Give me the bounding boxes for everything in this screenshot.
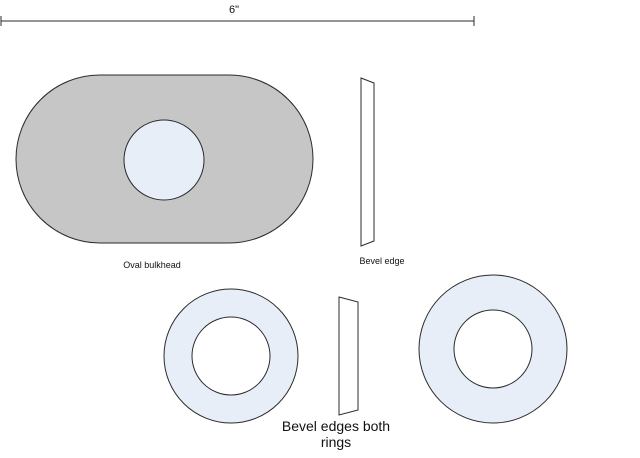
- oval-bulkhead: [15, 74, 314, 244]
- ring-bevel-profile: [338, 296, 359, 416]
- ring-right: [418, 274, 568, 424]
- oval-bulkhead-hole: [123, 119, 205, 201]
- rings-note-line2: rings: [321, 434, 351, 450]
- dimension-label: 6": [229, 4, 239, 16]
- bevel-edge-profile: [360, 77, 375, 247]
- oval-bulkhead-label: Oval bulkhead: [123, 260, 181, 270]
- ring-left-hole: [191, 316, 271, 396]
- rings-note-line1: Bevel edges both: [282, 418, 390, 434]
- bevel-edge-label: Bevel edge: [359, 256, 404, 266]
- ring-left: [163, 288, 299, 424]
- ring-right-hole: [453, 309, 533, 389]
- dimension-line: [0, 16, 475, 26]
